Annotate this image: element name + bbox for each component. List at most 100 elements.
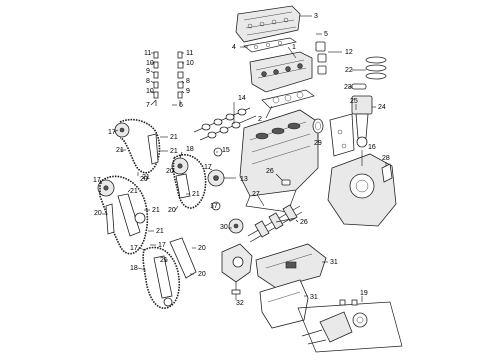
leader-line-17: [137, 247, 147, 251]
cam-sprocket-upper: [114, 122, 130, 138]
callout-21: 21: [142, 174, 150, 181]
leader-line-18: [179, 151, 183, 159]
chain-guide-middle: [175, 173, 191, 199]
callout-26: 26: [266, 168, 274, 175]
leader-line-8: [150, 80, 155, 84]
timing-chain-middle: [172, 154, 207, 209]
callout-17: 17: [108, 129, 116, 136]
callout-27: 27: [252, 191, 260, 198]
valve-cover-gasket: [243, 37, 297, 53]
piston-connecting-rod: [351, 95, 373, 148]
leader-line-8: [181, 80, 185, 84]
callout-10: 10: [186, 60, 194, 67]
callout-16: 16: [368, 144, 376, 151]
leader-lines: [99, 15, 387, 302]
camshafts: [193, 107, 257, 141]
bolts-left: [153, 51, 159, 106]
callout-20: 20: [168, 207, 176, 214]
callout-5: 5: [324, 31, 328, 38]
callout-15: 15: [222, 147, 230, 154]
leader-line-26: [275, 173, 283, 181]
callout-14: 14: [238, 95, 246, 102]
callout-19: 19: [360, 290, 368, 297]
callout-17: 17: [93, 177, 101, 184]
chain-guide-19: [169, 237, 197, 279]
callout-4: 4: [232, 44, 236, 51]
callout-25: 25: [350, 98, 358, 105]
callout-32: 32: [236, 300, 244, 307]
head-gasket: [261, 89, 315, 109]
callout-8: 8: [146, 78, 150, 85]
bolts-right: [177, 51, 184, 106]
piston-pin: [351, 83, 367, 90]
callout-3: 3: [314, 13, 318, 20]
leader-line-2: [265, 105, 273, 119]
callout-21: 21: [152, 207, 160, 214]
callout-21: 21: [130, 188, 138, 195]
oil-pan-upper: [255, 243, 327, 289]
chain-guide-upper: [147, 133, 159, 165]
leader-line-17: [207, 167, 213, 171]
leader-line-9: [181, 90, 185, 94]
callout-31: 31: [330, 259, 338, 266]
callout-20: 20: [166, 168, 174, 175]
cam-sprocket-middle: [171, 157, 189, 175]
leader-line-10: [150, 90, 155, 94]
leader-line-20: [145, 175, 149, 181]
callout-11: 11: [186, 50, 193, 57]
piston-rings: [365, 56, 387, 80]
crank-damper: [228, 218, 244, 234]
callout-28: 28: [382, 155, 390, 162]
callout-21: 21: [170, 134, 178, 141]
callout-10: 10: [146, 88, 154, 95]
callout-17: 17: [204, 164, 212, 171]
callout-22: 22: [345, 67, 353, 74]
bracket-cover: [329, 113, 355, 157]
crank-sprocket-left: [134, 212, 146, 224]
callout-18: 18: [186, 146, 194, 153]
callout-20: 20: [198, 271, 206, 278]
oil-pump: [221, 243, 253, 295]
chain-guide-left-2: [105, 203, 115, 235]
callout-12: 12: [345, 49, 353, 56]
callout-20: 20: [94, 210, 102, 217]
leader-line-20: [171, 169, 175, 173]
callout-21: 21: [170, 148, 178, 155]
callout-20: 20: [140, 176, 148, 183]
callout-10: 10: [146, 60, 154, 67]
oil-pan-lower: [259, 279, 309, 329]
callout-21: 21: [116, 147, 124, 154]
callout-1: 1: [292, 44, 296, 51]
callout-21: 21: [156, 228, 164, 235]
lower-sprocket: [163, 297, 173, 307]
callout-24: 24: [378, 104, 386, 111]
callout-17: 17: [158, 242, 166, 249]
leader-line-26: [295, 219, 299, 223]
callout-6: 6: [179, 102, 183, 109]
balance-shaft-kit: [297, 299, 403, 353]
leader-line-17: [99, 179, 103, 185]
leader-line-7: [150, 99, 157, 106]
callout-23: 23: [344, 84, 352, 91]
callout-8: 8: [186, 78, 190, 85]
engine-block: [239, 109, 319, 213]
sensor-26-lower: [275, 217, 297, 223]
rear-seal: [312, 118, 324, 134]
sprocket-13: [207, 169, 225, 187]
cover-seal: [381, 163, 393, 183]
sensor-26-upper: [281, 179, 291, 186]
callout-11: 11: [144, 50, 151, 57]
callout-7: 7: [146, 102, 150, 109]
callout-30: 30: [220, 224, 228, 231]
callout-21: 21: [192, 191, 200, 198]
chain-guide-left: [117, 193, 141, 237]
valve-cover: [235, 5, 301, 43]
timing-chain-lower: [142, 246, 181, 309]
callout-21: 21: [160, 257, 168, 264]
rear-timing-cover: [327, 153, 397, 227]
callout-17: 17: [130, 245, 138, 252]
callout-2: 2: [258, 116, 262, 123]
callout-18: 18: [130, 265, 138, 272]
